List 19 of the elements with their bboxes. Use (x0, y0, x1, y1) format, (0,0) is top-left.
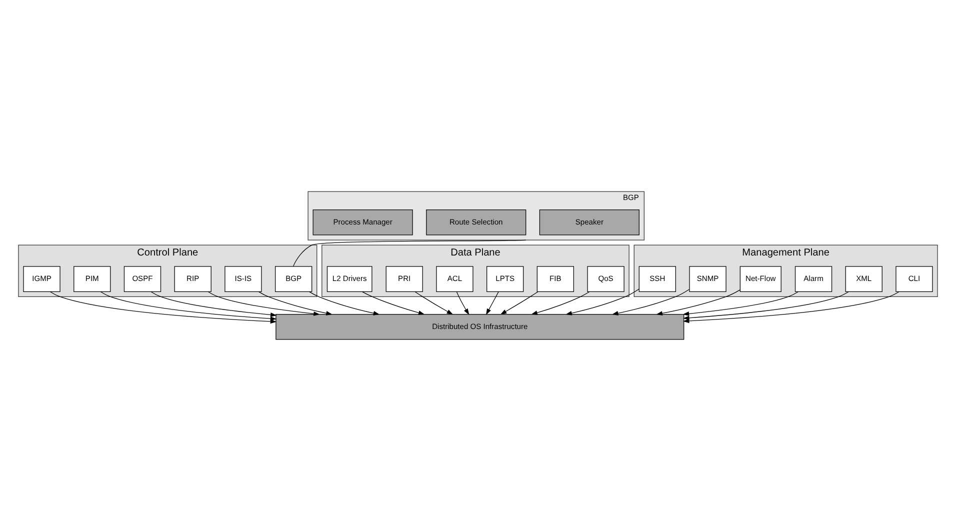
connector (292, 240, 526, 267)
arrow (566, 288, 640, 316)
arrow (308, 291, 380, 316)
arrow (656, 290, 740, 316)
arrow (531, 291, 590, 315)
arrow (258, 292, 332, 316)
arrow (50, 291, 277, 324)
arrow (208, 291, 320, 316)
arrow (682, 291, 849, 320)
arrow (100, 291, 277, 321)
arrow (500, 291, 538, 315)
arrow (414, 291, 454, 315)
arrow (682, 291, 798, 316)
arrow (612, 289, 690, 316)
arrow (150, 291, 277, 317)
arrow (456, 291, 470, 315)
arrow (486, 291, 499, 315)
arrow (682, 291, 900, 324)
arrow (362, 291, 425, 315)
